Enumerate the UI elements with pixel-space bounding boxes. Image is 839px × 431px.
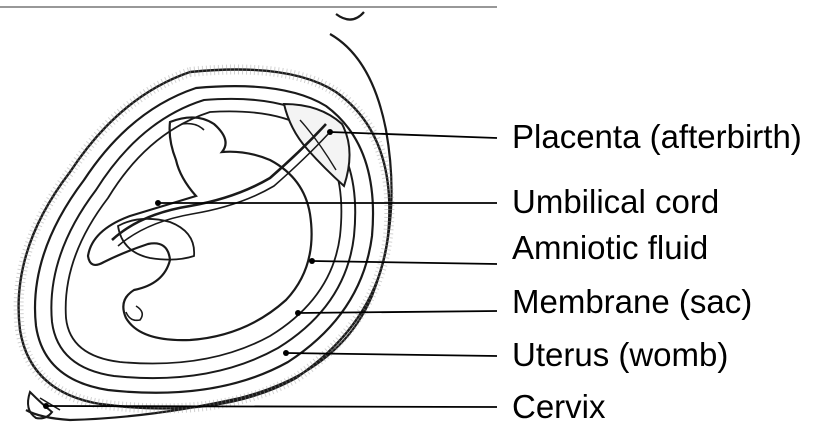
abdomen-outline: [336, 12, 364, 20]
fetus-body: [88, 117, 312, 340]
dot-umbilical-cord: [155, 200, 161, 206]
leader-uterus: [286, 353, 497, 356]
dot-amniotic-fluid: [309, 258, 315, 264]
dot-uterus: [283, 350, 289, 356]
leader-membrane: [298, 311, 497, 313]
umbilical-cord: [112, 124, 326, 240]
dot-membrane: [295, 310, 301, 316]
fetus-head-detail: [182, 124, 204, 130]
fetus-foot: [126, 306, 142, 320]
label-uterus: Uterus (womb): [512, 338, 728, 371]
label-placenta: Placenta (afterbirth): [512, 120, 802, 153]
fetus-arm: [118, 219, 194, 260]
dot-placenta: [327, 129, 333, 135]
label-membrane: Membrane (sac): [512, 285, 752, 318]
label-cervix: Cervix: [512, 390, 606, 423]
label-umbilical-cord: Umbilical cord: [512, 185, 719, 218]
leader-amniotic-fluid: [312, 261, 497, 264]
dot-cervix: [43, 403, 49, 409]
leader-cervix: [46, 406, 497, 407]
label-amniotic-fluid: Amniotic fluid: [512, 231, 708, 264]
